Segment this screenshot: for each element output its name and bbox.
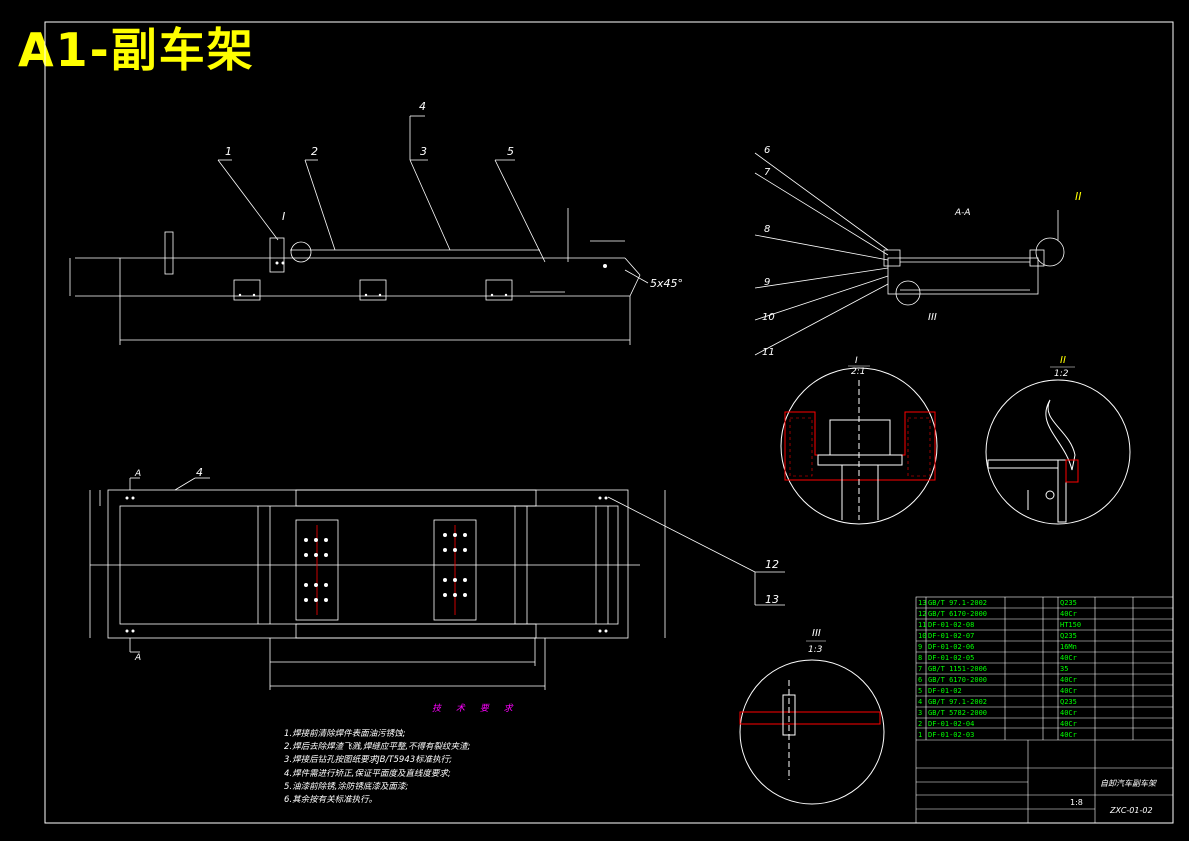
main-elevation-view [69,115,649,345]
svg-text:3: 3 [918,709,922,717]
section-part-label-8: 8 [764,224,770,235]
requirement-item: 5.油漆前除锈,涂防锈底漆及面漆; [284,781,409,792]
part-label-1: 1 [225,145,232,158]
detail-marker-i: I [282,210,285,223]
detail-i-view [780,367,938,525]
svg-text:Q235: Q235 [1060,632,1077,640]
svg-text:35: 35 [1060,665,1068,673]
svg-text:DF-01-02-05: DF-01-02-05 [928,654,974,662]
plan-part-label-13: 13 [765,593,779,606]
svg-text:12: 12 [918,610,926,618]
detail-i-scale: 2:1 [851,367,865,377]
svg-text:7: 7 [918,665,922,673]
detail-marker-iii: III [928,312,937,323]
drawing-frame [44,21,1174,824]
requirement-item: 4.焊件需进行矫正,保证平面度及直线度要求; [284,768,451,779]
section-part-label-9: 9 [764,277,770,288]
svg-text:DF-01-02-08: DF-01-02-08 [928,621,974,629]
svg-text:40Cr: 40Cr [1060,720,1077,728]
requirement-item: 2.焊后去除焊渣飞溅,焊缝应平整,不得有裂纹夹渣; [284,742,471,753]
svg-text:GB/T 97.1-2002: GB/T 97.1-2002 [928,698,987,706]
technical-requirements-list: 1.焊接前清除焊件表面油污锈蚀; 2.焊后去除焊渣飞溅,焊缝应平整,不得有裂纹夹… [284,728,470,807]
svg-text:HT150: HT150 [1060,621,1081,629]
drawing-title: A1-副车架 [18,23,255,77]
plan-part-label-4: 4 [196,466,203,479]
svg-text:1: 1 [918,731,922,739]
section-part-label-7: 7 [764,167,771,178]
svg-text:40Cr: 40Cr [1060,709,1077,717]
detail-iii-view [739,659,885,805]
technical-requirements-title: 技 术 要 求 [432,704,519,714]
section-mark-a-bottom: A [134,653,141,663]
svg-text:11: 11 [918,621,926,629]
svg-text:DF-01-02-07: DF-01-02-07 [928,632,974,640]
plan-view [89,477,785,690]
detail-i-label: I [855,356,858,366]
svg-text:40Cr: 40Cr [1060,687,1077,695]
svg-text:40Cr: 40Cr [1060,731,1077,739]
detail-ii-label: II [1060,355,1066,366]
part-label-5: 5 [507,145,514,158]
svg-text:GB/T 6170-2000: GB/T 6170-2000 [928,676,987,684]
chamfer-note: 5x45° [650,277,683,290]
section-part-label-10: 10 [762,312,775,323]
svg-text:40Cr: 40Cr [1060,654,1077,662]
title-block-drawing-name: 自卸汽车副车架 [1100,779,1157,788]
svg-text:DF-01-02-03: DF-01-02-03 [928,731,974,739]
section-a-a-view [754,152,1065,356]
requirement-item: 1.焊接前清除焊件表面油污锈蚀; [284,729,406,739]
svg-text:8: 8 [918,654,922,662]
svg-text:9: 9 [918,643,922,651]
detail-ii-view [985,379,1131,525]
part-label-2: 2 [311,145,318,158]
svg-text:DF-01-02: DF-01-02 [928,687,962,695]
svg-text:40Cr: 40Cr [1060,610,1077,618]
svg-text:10: 10 [918,632,926,640]
svg-text:4: 4 [918,698,922,706]
svg-text:GB/T 5782-2000: GB/T 5782-2000 [928,709,987,717]
svg-text:GB/T 97.1-2002: GB/T 97.1-2002 [928,599,987,607]
section-part-label-11: 11 [762,347,775,358]
section-mark-a-top: A [134,469,141,479]
title-block-scale: 1:8 [1070,798,1083,807]
section-title: A-A [954,208,971,218]
svg-text:DF-01-02-06: DF-01-02-06 [928,643,974,651]
svg-text:2: 2 [918,720,922,728]
section-part-label-6: 6 [764,145,770,156]
detail-ii-scale: 1:2 [1054,369,1069,379]
part-label-4: 4 [419,100,426,113]
parts-list-table [915,596,1174,824]
svg-text:13: 13 [918,599,926,607]
svg-text:Q235: Q235 [1060,698,1077,706]
svg-text:Q235: Q235 [1060,599,1077,607]
requirement-item: 3.焊接后钻孔按图纸要求JB/T5943标准执行; [284,755,453,766]
detail-marker-ii: II [1075,190,1082,203]
svg-text:DF-01-02-04: DF-01-02-04 [928,720,974,728]
svg-text:GB/T 6170-2000: GB/T 6170-2000 [928,610,987,618]
svg-text:6: 6 [918,676,922,684]
svg-text:16Mn: 16Mn [1060,643,1077,651]
detail-iii-label: III [812,628,821,639]
svg-text:40Cr: 40Cr [1060,676,1077,684]
detail-iii-scale: 1:3 [808,645,823,655]
part-label-3: 3 [420,145,427,158]
svg-text:5: 5 [918,687,922,695]
plan-part-label-12: 12 [765,558,779,571]
title-block-drawing-number: ZXC-01-02 [1109,806,1153,815]
requirement-item: 6.其余按有关标准执行。 [284,795,378,806]
svg-text:GB/T 1151-2006: GB/T 1151-2006 [928,665,987,673]
